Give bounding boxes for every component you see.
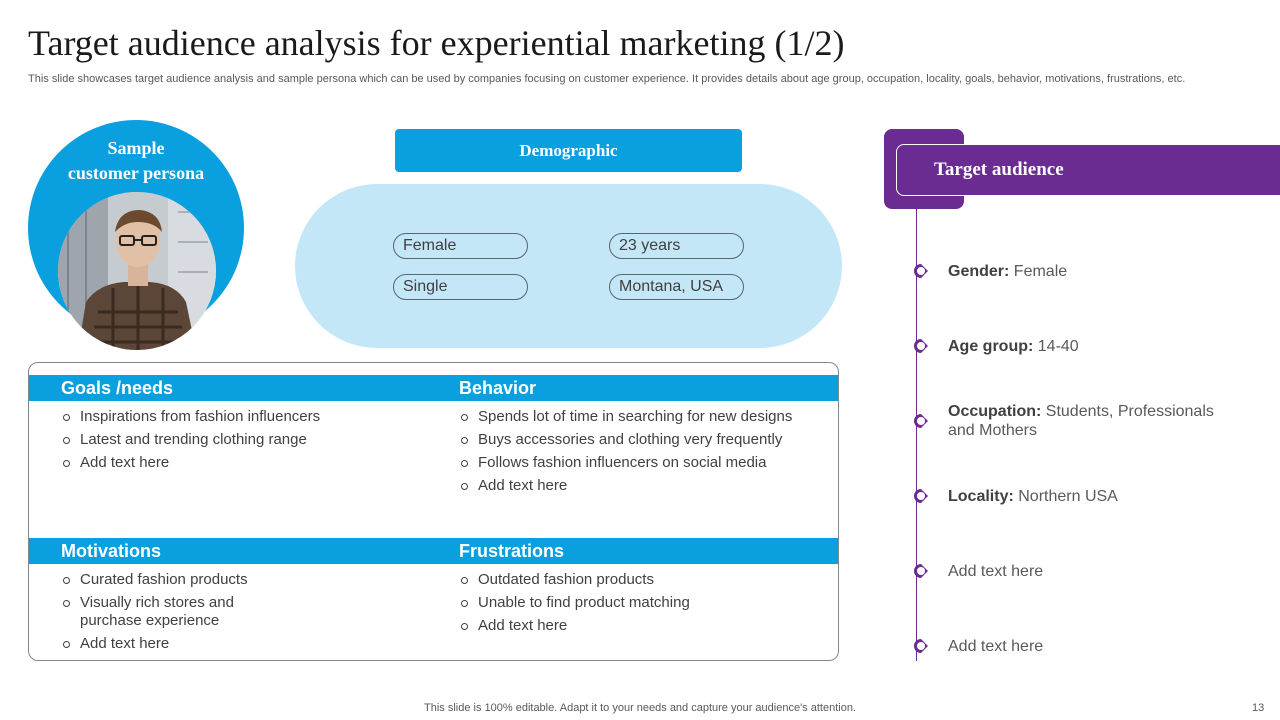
list-item: Buys accessories and clothing very frequ… <box>460 431 830 449</box>
demographic-pill-age: 23 years <box>609 233 744 259</box>
slide-title: Target audience analysis for experientia… <box>28 23 845 63</box>
target-audience-title: Target audience <box>896 144 1280 196</box>
motivations-title: Motivations <box>61 541 162 561</box>
list-item: Add text here <box>62 454 422 472</box>
target-audience-item: Add text here <box>948 563 1044 580</box>
persona-photo <box>58 192 216 350</box>
goals-behavior-bar <box>29 375 838 401</box>
slide-subtitle: This slide showcases target audience ana… <box>28 73 1186 85</box>
timeline-marker-icon <box>914 564 928 578</box>
target-audience-age-group: Age group: 14-40 <box>948 338 1079 355</box>
behavior-title: Behavior <box>459 378 537 398</box>
list-item: Add text here <box>460 617 830 635</box>
motivations-list: Curated fashion products Visually rich s… <box>62 571 262 658</box>
persona-label-line2: customer persona <box>67 163 205 183</box>
behavior-list: Spends lot of time in searching for new … <box>460 408 830 500</box>
persona-details-panel <box>28 362 839 661</box>
list-item: Follows fashion influencers on social me… <box>460 454 830 472</box>
list-item: Add text here <box>460 477 830 495</box>
demographic-header: Demographic <box>395 129 742 172</box>
list-item: Add text here <box>62 635 262 653</box>
frustrations-list: Outdated fashion products Unable to find… <box>460 571 830 640</box>
frustrations-title: Frustrations <box>459 541 565 561</box>
timeline-line <box>916 209 917 661</box>
timeline-marker-icon <box>914 414 928 428</box>
page-number: 13 <box>1252 702 1265 714</box>
timeline-marker-icon <box>914 264 928 278</box>
list-item: Outdated fashion products <box>460 571 830 589</box>
list-item: Latest and trending clothing range <box>62 431 422 449</box>
timeline-marker-icon <box>914 489 928 503</box>
goals-list: Inspirations from fashion influencers La… <box>62 408 422 477</box>
footer-note: This slide is 100% editable. Adapt it to… <box>424 702 856 714</box>
list-item: Curated fashion products <box>62 571 262 589</box>
target-audience-occupation: Occupation: Students, Professionals and … <box>948 403 1214 439</box>
demographic-pill-gender: Female <box>393 233 528 259</box>
motivations-frustrations-bar <box>29 538 838 564</box>
timeline-marker-icon <box>914 639 928 653</box>
target-audience-locality: Locality: Northern USA <box>948 488 1118 505</box>
timeline-marker-icon <box>914 339 928 353</box>
persona-label: Sample customer persona <box>28 136 244 186</box>
demographic-pill-location: Montana, USA <box>609 274 744 300</box>
list-item: Unable to find product matching <box>460 594 830 612</box>
persona-label-line1: Sample <box>107 138 165 158</box>
list-item: Visually rich stores and purchase experi… <box>62 594 262 630</box>
goals-title: Goals /needs <box>61 378 174 398</box>
demographic-cloud <box>295 184 842 348</box>
demographic-pill-status: Single <box>393 274 528 300</box>
list-item: Spends lot of time in searching for new … <box>460 408 830 426</box>
target-audience-gender: Gender: Female <box>948 263 1068 280</box>
list-item: Inspirations from fashion influencers <box>62 408 422 426</box>
target-audience-bar <box>884 144 1280 196</box>
target-audience-item: Add text here <box>948 638 1044 655</box>
